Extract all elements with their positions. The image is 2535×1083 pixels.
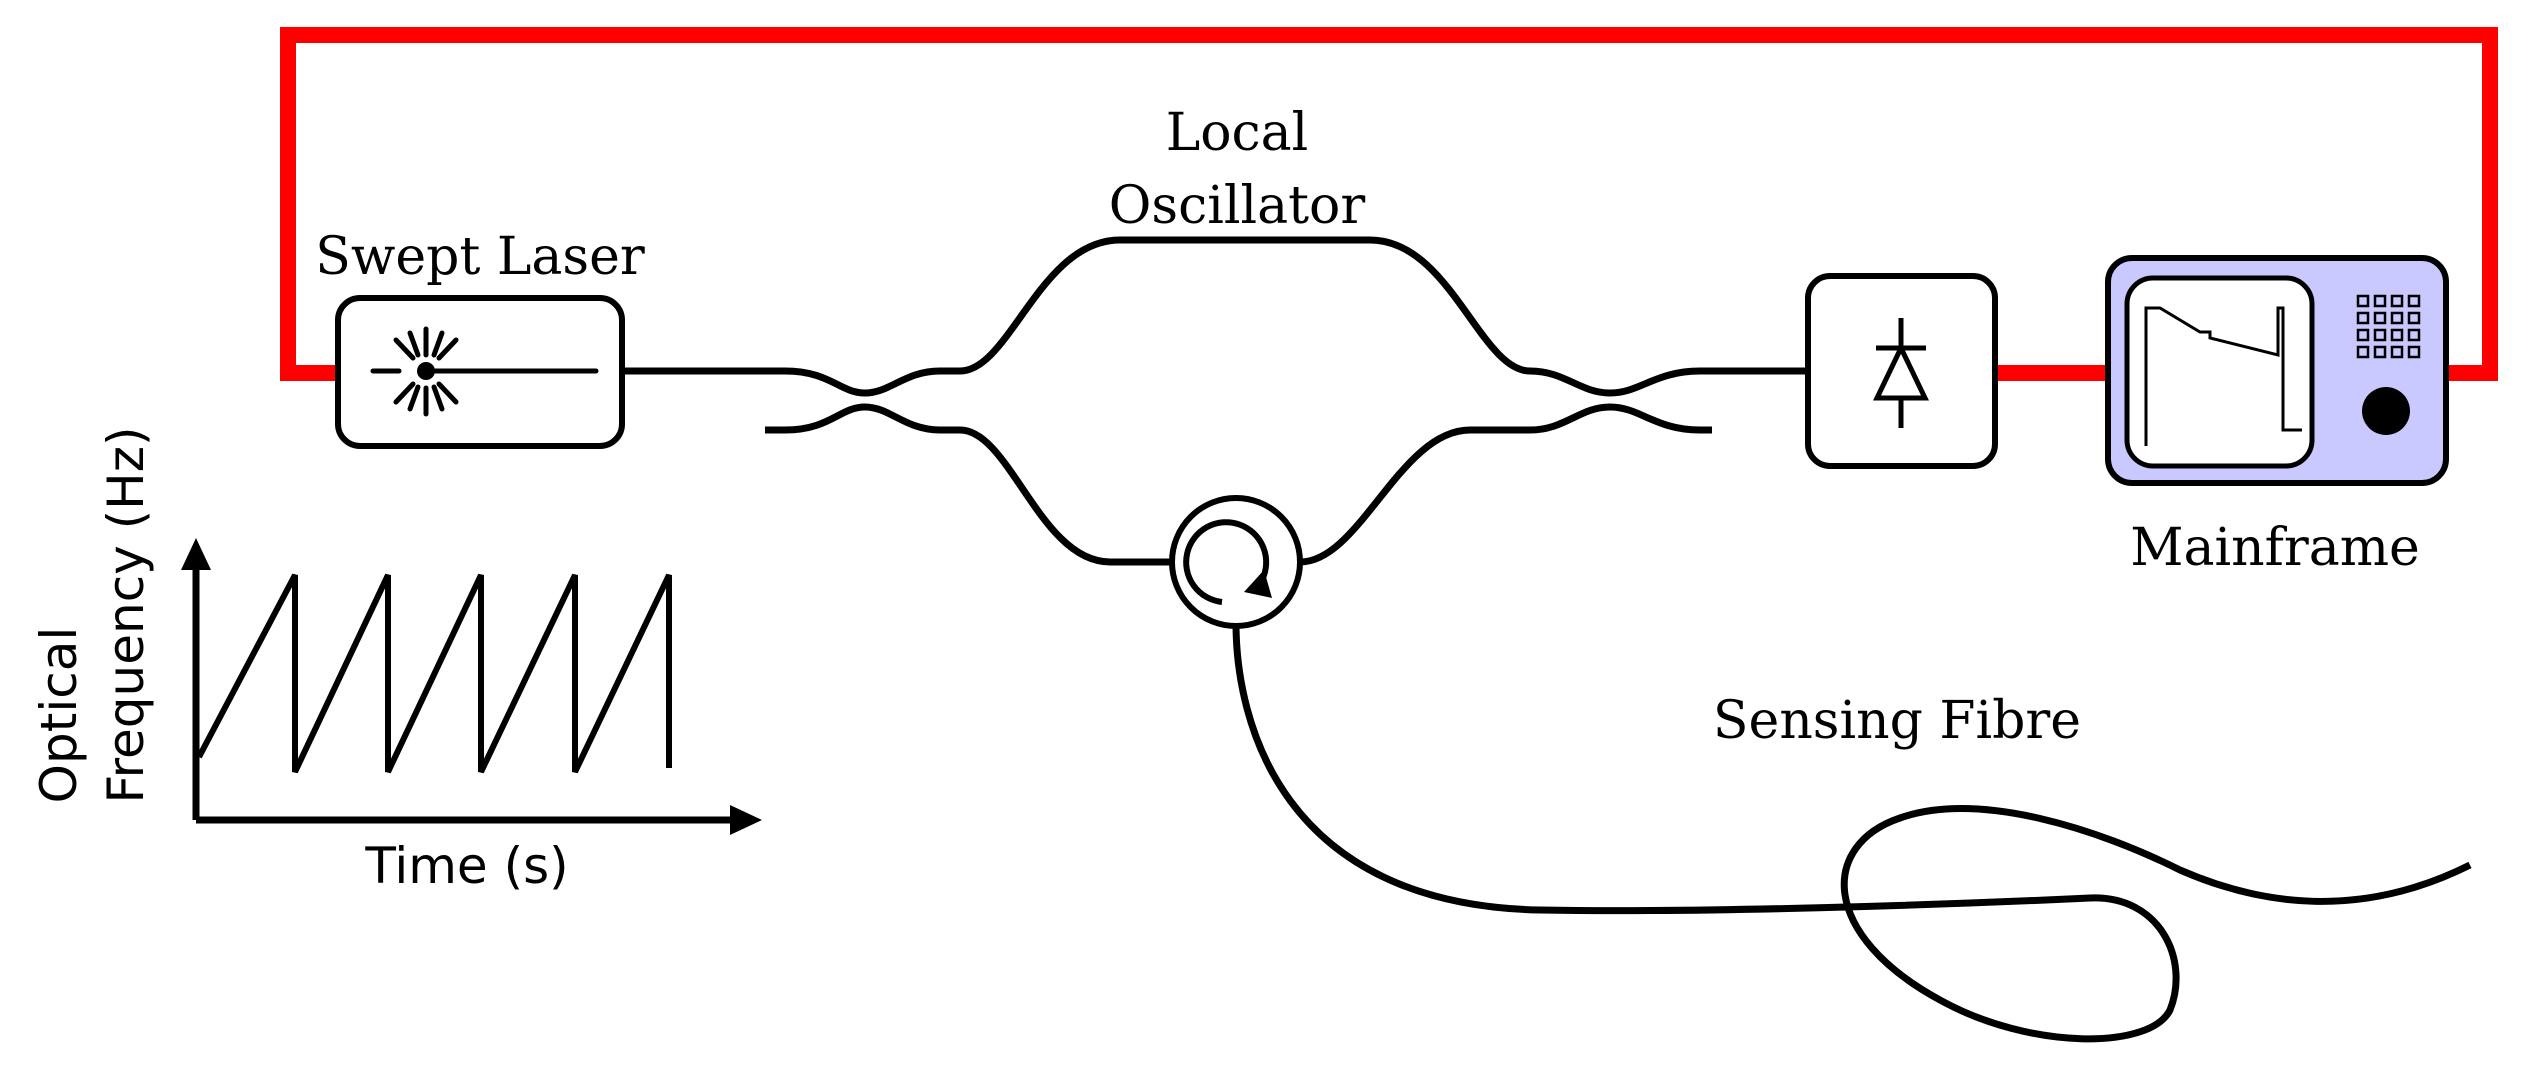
coupler2-lower xyxy=(1529,403,1712,434)
coupler1-lower-input xyxy=(765,403,960,434)
sensing-arm-from-circulator xyxy=(1299,426,1530,566)
red-trigger-line xyxy=(280,27,2498,381)
sweep-plot-x-label: Time (s) xyxy=(364,837,568,895)
sawtooth-sweep-line xyxy=(196,573,672,774)
sensing-fibre xyxy=(1232,622,2472,1043)
swept-laser-label: Swept Laser xyxy=(315,227,645,287)
coupler2-upper xyxy=(1529,367,1808,397)
sensing-arm-to-circulator xyxy=(959,426,1172,566)
local-oscillator-arm xyxy=(959,236,1531,375)
swept-laser xyxy=(335,295,625,449)
keypad-icon xyxy=(2356,294,2421,359)
local-oscillator-label-line1: Local xyxy=(1166,103,1309,163)
optical-fibres xyxy=(622,236,2472,1043)
sweep-plot-y-label-line2: Frequency (Hz) xyxy=(97,426,155,803)
photodiode-icon xyxy=(1873,318,1929,428)
y-axis-arrowhead xyxy=(181,538,211,570)
sweep-plot: Time (s) Optical Frequency (Hz) xyxy=(30,426,762,895)
x-axis-arrowhead xyxy=(730,805,762,835)
local-oscillator-label-line2: Oscillator xyxy=(1109,176,1366,236)
laser-output-fibre xyxy=(622,367,960,397)
circulator-icon xyxy=(1169,495,1303,629)
electrical-loop xyxy=(280,27,2498,381)
mainframe-screen xyxy=(2124,275,2315,469)
photodetector xyxy=(1805,273,1998,469)
laser-star-icon xyxy=(370,326,599,417)
sensing-fibre-label: Sensing Fibre xyxy=(1713,691,2081,751)
sweep-plot-axes xyxy=(192,555,745,824)
mainframe-label: Mainframe xyxy=(2130,518,2420,578)
sweep-plot-y-label-line1: Optical xyxy=(30,627,88,804)
mainframe xyxy=(2105,255,2449,486)
oscilloscope-trace-icon xyxy=(2144,306,2302,446)
knob-icon xyxy=(2362,387,2410,435)
